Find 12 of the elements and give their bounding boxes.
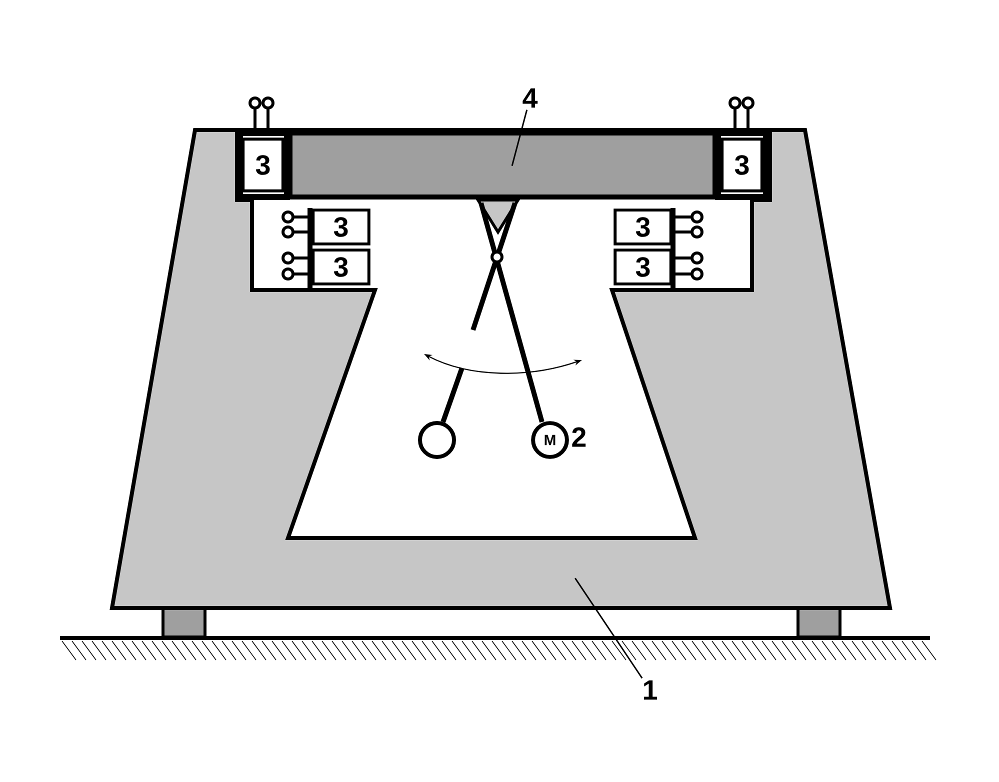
sensor-box: 3 <box>242 138 284 192</box>
sensor-box: 3 <box>312 248 370 286</box>
sensor-box: 3 <box>720 138 764 192</box>
leader-line <box>574 578 643 679</box>
sensor-box: 3 <box>312 208 370 246</box>
callout-number: 2 <box>572 427 586 447</box>
callout-number: 1 <box>644 680 657 700</box>
callout-number: 4 <box>522 88 538 108</box>
sensor-box: 3 <box>614 248 672 286</box>
sensor-box: 3 <box>614 208 672 246</box>
leader-line <box>511 110 528 166</box>
beam <box>288 130 718 200</box>
